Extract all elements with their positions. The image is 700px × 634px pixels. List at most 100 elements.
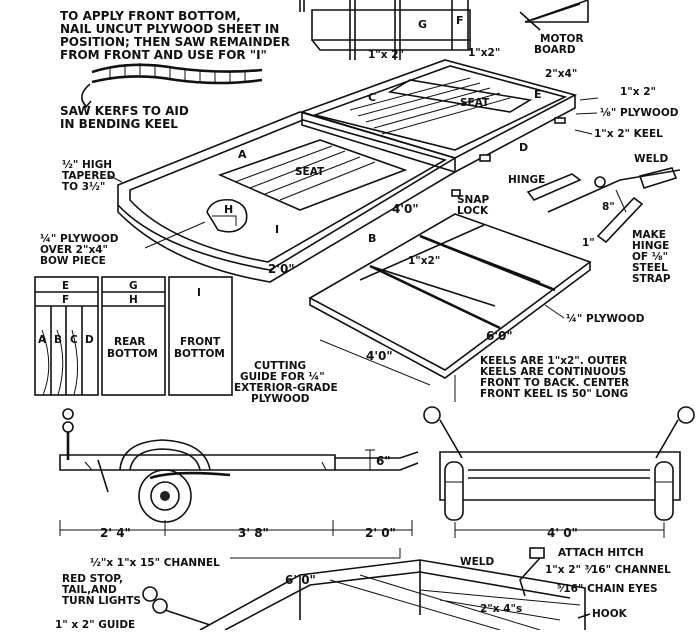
channel-small-label: 1"x 2" ³⁄16" CHANNEL [545,564,671,576]
floor-1x2-label: 1"x2" [408,255,440,267]
make-hinge-label: STRAP [632,273,671,285]
piece-h-label: H [224,203,233,216]
piece-a-label: A [238,148,247,161]
note-cutting-guide: CUTTING GUIDE FOR ¼" EXTERIOR-GRADE PLYW… [234,360,338,405]
guide-rear-bottom: REAR [114,336,145,348]
note-bow-piece: ¼" PLYWOOD OVER 2"x4" BOW PIECE [40,221,206,267]
note-line: SAW KERFS TO AID [60,104,189,118]
dim-floor-width: 4'0" [366,349,393,363]
motor-board-label: MOTOR [540,33,584,45]
note-line: IN BENDING KEEL [60,117,178,131]
hook-label: HOOK [592,608,628,620]
note-line: GUIDE FOR ¼" [240,371,325,383]
dim-floor-length: 6'0" [486,329,513,343]
guide-strip-a: A [38,334,47,346]
trailer-frame-perspective: ½"x 1"x 15" CHANNEL RED STOP, TAIL,AND T… [55,547,671,631]
make-hinge-label: OF ⅛" [632,251,668,263]
chain-eyes-label: ⁵⁄16" CHAIN EYES [557,583,658,595]
piece-b-label: B [368,232,376,245]
note-line: FROM FRONT AND USE FOR "I" [60,48,267,62]
bent-keel-sketch [81,63,263,109]
guide-rear-bottom: BOTTOM [107,348,158,360]
trailer-side-view: 6" 2' 4" 3' 8" 2' 0" [59,408,419,540]
dim-trailer-front: 2' 4" [100,526,131,540]
note-line: ½" HIGH [62,159,112,171]
label-1x2-left: 1"x 2" [368,49,404,61]
label-plywood-1-8: ⅛" PLYWOOD [600,107,679,119]
lights-label: TAIL,AND [62,584,117,596]
note-line: TO APPLY FRONT BOTTOM, [60,9,241,23]
guide-f: F [62,294,69,306]
guide-front-bottom: BOTTOM [174,348,225,360]
note-line: POSITION; THEN SAW REMAINDER [60,35,290,49]
piece-i-label: I [275,223,279,236]
seat-front-label: SEAT [295,166,325,178]
label-1x2-right: 1"x 2" [620,86,656,98]
label-keel: 1"x 2" KEEL [594,128,663,140]
guide-strip-d: D [85,334,94,346]
lights-label: RED STOP, [62,573,123,585]
note-line: OVER 2"x4" [40,244,108,256]
attach-hitch-label: ATTACH HITCH [558,547,644,559]
dim-rise: 6" [376,454,391,468]
twobyfours-label: 2"x 4"s [480,603,522,615]
piece-c-label: C [368,91,376,104]
make-hinge-label: MAKE [632,229,666,241]
note-keels: KEELS ARE 1"x2". OUTER KEELS ARE CONTINU… [480,355,629,400]
dim-8: 8" [602,201,615,213]
piece-f-label: F [456,14,464,27]
dim-frame-length: 6' 0" [285,573,316,587]
seat-rear-label: SEAT [460,97,490,109]
note-line: EXTERIOR-GRADE [234,382,338,394]
guide-front-bottom: FRONT [180,336,221,348]
trailer-rear-view: 4' 0" [423,406,695,540]
note-line: FRONT TO BACK. CENTER [480,377,629,389]
note-line: NAIL UNCUT PLYWOOD SHEET IN [60,22,279,36]
guide-g: G [129,280,138,292]
label-2x4: 2"x4" [545,68,577,80]
make-hinge-label: STEEL [632,262,668,274]
note-high-tapered: ½" HIGH TAPERED TO 3½" [62,159,123,193]
note-line: KEELS ARE CONTINUOUS [480,366,626,378]
guide-h: H [129,294,138,306]
guide-i: I [197,287,201,299]
note-front-bottom: TO APPLY FRONT BOTTOM, NAIL UNCUT PLYWOO… [60,9,290,62]
hinge-bolt [479,154,491,162]
guide-strip-c: C [70,334,78,346]
hinge-bolt [451,189,461,197]
note-line: TO 3½" [62,181,105,193]
motor-board-label: BOARD [534,44,576,56]
note-line: BOW PIECE [40,255,106,267]
note-line: ¼" PLYWOOD [40,233,119,245]
channel-15-label: ½"x 1"x 15" CHANNEL [90,557,220,569]
guide-strip-b: B [54,334,62,346]
note-line: PLYWOOD [251,393,310,405]
plywood-1-4-label: ¼" PLYWOOD [566,313,645,325]
make-hinge-label: HINGE [632,240,669,252]
cutting-guide: E F A B C D G H REAR BOTTOM I FRONT BOTT… [34,276,233,396]
piece-d-label: D [519,141,528,154]
hinge-bolt [554,117,566,124]
hinge-label: HINGE [508,174,545,186]
boat-assembly: SEAT C E D SEAT A B I H 4'0" 2'0" [117,59,578,283]
snap-lock-label: LOCK [457,205,489,217]
dim-1: 1" [582,237,595,249]
snap-lock-label: SNAP [457,194,489,206]
note-line: FRONT KEEL IS 50" LONG [480,388,628,400]
motor-board-part: MOTOR BOARD [519,0,589,56]
hinge-detail: WELD 8" 1" MAKE HINGE OF ⅛" STEEL STRAP [526,153,681,285]
weld-top-label: WELD [634,153,668,165]
guide-label: 1" x 2" GUIDE [55,619,135,630]
note-line: TAPERED [62,170,116,182]
guide-e: E [62,280,69,292]
lights-label: TURN LIGHTS [62,595,141,607]
dim-boat-length: 4'0" [392,202,419,216]
hinge-pin [594,176,606,188]
note-line: CUTTING [254,360,306,372]
piece-g-label: G [418,18,427,31]
dim-trailer-rear: 2' 0" [365,526,396,540]
dim-trailer-mid: 3' 8" [238,526,269,540]
note-line: KEELS ARE 1"x2". OUTER [480,355,627,367]
